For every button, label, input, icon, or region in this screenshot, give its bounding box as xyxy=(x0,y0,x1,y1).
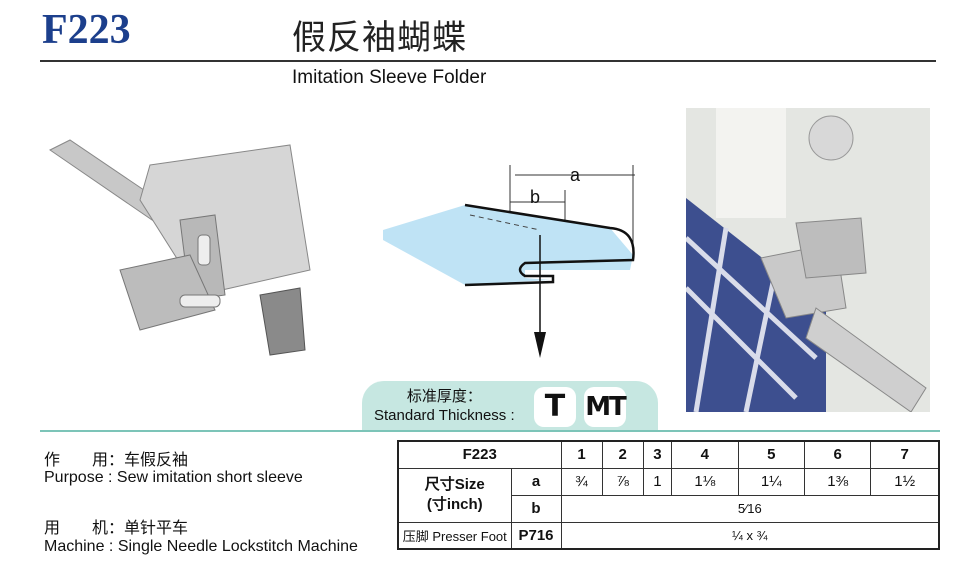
machine-en: Machine : Single Needle Lockstitch Machi… xyxy=(44,538,358,555)
size-label: 尺寸Size xyxy=(424,476,485,493)
column-header: 4 xyxy=(671,440,739,469)
a-value: 1¼ xyxy=(737,467,806,496)
a-value: ¾ xyxy=(560,467,603,496)
section-divider xyxy=(40,430,940,432)
model-cell: F223 xyxy=(397,440,562,469)
table-header-row: F223 1 2 3 4 5 6 7 xyxy=(397,440,940,469)
column-header: 2 xyxy=(601,440,644,469)
fold-diagram xyxy=(383,165,635,358)
table-row-a: 尺寸Size (寸inch) a ¾ ⅞ 1 1⅛ 1¼ 1⅜ 1½ xyxy=(397,467,940,523)
thickness-badge-t: T xyxy=(534,387,576,427)
presser-foot-label: 压脚 Presser Foot xyxy=(397,521,512,550)
product-image xyxy=(49,139,311,356)
column-header: 3 xyxy=(642,440,673,469)
dimension-a-label: a xyxy=(570,165,581,185)
title-english: Imitation Sleeve Folder xyxy=(292,67,487,88)
purpose-zh: 作 用：车假反袖 xyxy=(44,452,189,469)
thickness-label-en: Standard Thickness : xyxy=(374,407,515,424)
usage-photo xyxy=(686,108,930,412)
column-header: 7 xyxy=(870,440,940,469)
a-value: 1⅛ xyxy=(671,467,739,496)
table-row-b: b 5⁄16 xyxy=(398,494,940,523)
presser-foot-value: ¼ x ¾ xyxy=(560,521,940,550)
size-label-cell: 尺寸Size (寸inch) xyxy=(397,467,512,523)
column-header: 1 xyxy=(560,440,603,469)
model-code: F223 xyxy=(42,7,131,53)
column-header: 5 xyxy=(737,440,806,469)
header-divider xyxy=(40,60,936,62)
size-unit: (寸inch) xyxy=(426,496,483,513)
column-header: 6 xyxy=(803,440,872,469)
thickness-badge-mt: MT xyxy=(584,387,627,427)
title-chinese: 假反袖蝴蝶 xyxy=(292,18,467,58)
a-value: ⅞ xyxy=(601,467,644,496)
a-value: 1½ xyxy=(870,467,940,496)
standard-thickness-panel: 标准厚度： Standard Thickness : T MT xyxy=(362,381,658,431)
machine-zh: 用 机：单针平车 xyxy=(44,520,189,537)
a-label: a xyxy=(510,467,562,496)
b-value: 5⁄16 xyxy=(560,494,940,523)
spec-table: F223 1 2 3 4 5 6 7 尺寸Size (寸inch) a ¾ ⅞ 1… xyxy=(397,440,940,550)
a-value: 1⅜ xyxy=(803,467,872,496)
dimension-b-label: b xyxy=(530,187,541,207)
table-row-presser-foot: 压脚 Presser Foot P716 ¼ x ¾ xyxy=(397,521,940,550)
purpose-en: Purpose : Sew imitation short sleeve xyxy=(44,469,303,486)
b-label: b xyxy=(510,494,562,523)
presser-foot-model: P716 xyxy=(510,521,562,550)
thickness-label-zh: 标准厚度： xyxy=(406,388,482,405)
a-value: 1 xyxy=(642,467,673,496)
